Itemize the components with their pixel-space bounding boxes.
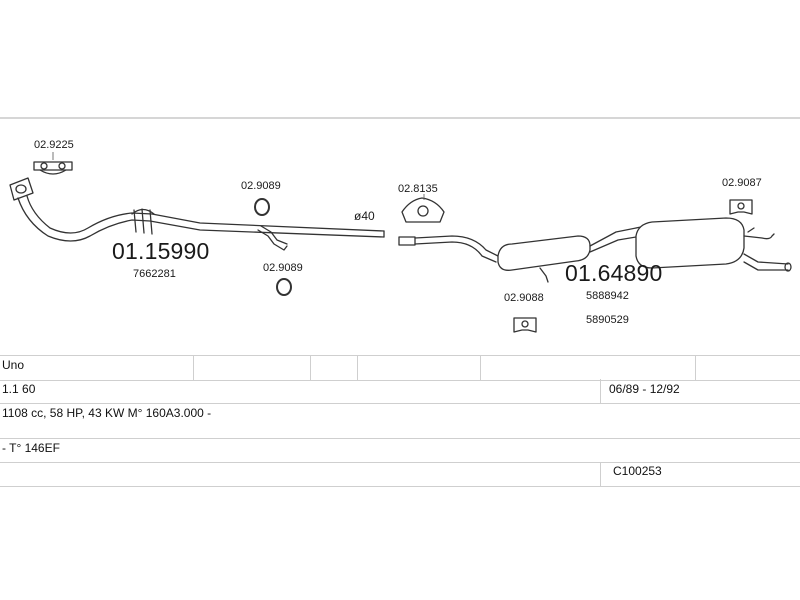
rear-muffler-icon [635,217,792,272]
table-cell [600,379,601,403]
front-flange-icon [9,177,34,201]
table-cell [357,356,358,380]
table-row-type: - T° 146EF [0,438,800,463]
table-cell [480,356,481,380]
table-cell [600,462,601,486]
rear-muffler-part-number: 01.64890 [565,260,663,286]
vehicle-code: C100253 [613,464,662,478]
table-row-model: Uno [0,355,800,381]
front-pipe-oem-number: 7662281 [133,268,176,280]
rear-oem-number-1: 5888942 [586,290,629,302]
rear-mount-part-number: 02.9087 [722,177,762,189]
table-row-engine: 1.1 60 06/89 - 12/92 [0,379,800,404]
lower-mount-icon [513,317,537,333]
lower-mount-part-number: 02.9088 [504,292,544,304]
ring-upper-part-number: 02.9089 [241,180,281,192]
center-mount-icon [401,197,445,223]
clamp-icon [33,161,73,175]
clamp-part-number: 02.9225 [34,139,74,151]
table-cell [695,356,696,380]
table-row-code: C100253 [0,462,800,487]
table-cell [193,356,194,380]
rubber-ring-lower-icon [276,278,292,296]
pipe-bracket-icon [257,225,288,251]
exhaust-system-diagram [9,152,792,333]
front-pipe-part-number: 01.15990 [112,238,210,264]
vehicle-engine: 1.1 60 [2,382,36,396]
rear-oem-number-2: 5890529 [586,314,629,326]
front-pipe-icon [17,195,385,242]
pipe-diameter-label: ø40 [354,209,375,223]
middle-muffler-icon [497,225,647,283]
vehicle-type: - T° 146EF [2,441,60,455]
vehicle-period: 06/89 - 12/92 [609,382,680,396]
rear-pipe-icon [398,235,499,263]
ring-lower-part-number: 02.9089 [263,262,303,274]
table-row-specs: 1108 cc, 58 HP, 43 KW M° 160A3.000 - [0,403,800,439]
rear-mount-icon [729,199,753,215]
table-cell [310,356,311,380]
vehicle-model: Uno [2,358,25,372]
vehicle-specs: 1108 cc, 58 HP, 43 KW M° 160A3.000 - [2,406,212,420]
rubber-ring-upper-icon [254,198,270,216]
center-mount-part-number: 02.8135 [398,183,438,195]
diagram-top-border [0,117,800,119]
